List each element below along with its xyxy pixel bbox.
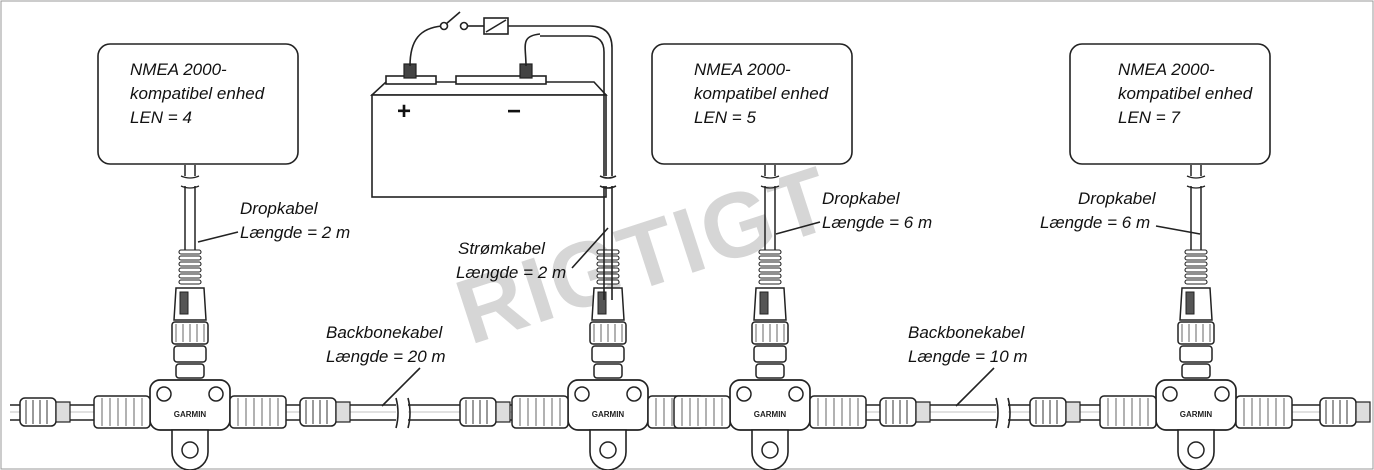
t-connector: GARMIN bbox=[93, 165, 287, 470]
connector-brand-label: GARMIN bbox=[1180, 410, 1213, 419]
plug-housing bbox=[1179, 287, 1213, 321]
backbone-plug bbox=[299, 397, 351, 427]
backbone-plug bbox=[1029, 397, 1081, 427]
leader-line bbox=[775, 221, 821, 235]
connector-brand-label: GARMIN bbox=[174, 410, 207, 419]
backbone-plug bbox=[1319, 397, 1371, 427]
switch-lever-icon bbox=[445, 11, 461, 25]
power-cable bbox=[540, 25, 613, 300]
label-backbone2: Backbonekabel Længde = 10 m bbox=[908, 323, 1028, 407]
connector-brand-label: GARMIN bbox=[754, 410, 787, 419]
label-line2: Længde = 2 m bbox=[456, 263, 566, 282]
side-coupling bbox=[229, 395, 287, 429]
plug-housing bbox=[173, 287, 207, 321]
label-drop1: Dropkabel Længde = 2 m bbox=[197, 199, 350, 243]
battery-minus-symbol: − bbox=[507, 98, 521, 125]
label-line1: Dropkabel bbox=[822, 189, 901, 208]
side-coupling bbox=[511, 395, 569, 429]
device-box bbox=[651, 43, 853, 165]
label-backbone1: Backbonekabel Længde = 20 m bbox=[326, 323, 446, 407]
backbone-plug bbox=[19, 397, 71, 427]
side-coupling bbox=[1099, 395, 1157, 429]
strain-relief bbox=[178, 249, 202, 285]
label-drop3: Dropkabel Længde = 6 m bbox=[1040, 189, 1201, 235]
battery-wiring bbox=[409, 11, 617, 300]
plus-wire bbox=[409, 25, 443, 67]
device-len: LEN = 7 bbox=[1118, 108, 1180, 127]
connector-brand-label: GARMIN bbox=[592, 410, 625, 419]
label-power: Strømkabel Længde = 2 m bbox=[456, 227, 609, 282]
device-label-line2: kompatibel enhed bbox=[1118, 84, 1253, 103]
device-2: NMEA 2000- kompatibel enhed LEN = 5 bbox=[651, 43, 853, 165]
label-line1: Backbonekabel bbox=[326, 323, 443, 342]
backbone-break-2 bbox=[995, 397, 1011, 429]
device-label-line1: NMEA 2000- bbox=[1118, 60, 1215, 79]
label-line1: Strømkabel bbox=[458, 239, 546, 258]
device-1: NMEA 2000- kompatibel enhed LEN = 4 bbox=[97, 43, 299, 165]
t-connectors: GARMIN GARMIN GARMIN GARMIN bbox=[19, 165, 1371, 470]
strain-relief bbox=[596, 249, 620, 285]
t-connector: GARMIN bbox=[1099, 165, 1293, 470]
backbone-break-1 bbox=[395, 397, 411, 429]
drop-cable-1 bbox=[180, 165, 200, 250]
device-3: NMEA 2000- kompatibel enhed LEN = 7 bbox=[1069, 43, 1271, 165]
minus-wire bbox=[524, 33, 541, 67]
leader-line bbox=[571, 227, 609, 269]
device-len: LEN = 5 bbox=[694, 108, 756, 127]
leader-line bbox=[1155, 225, 1201, 235]
plug-housing bbox=[753, 287, 787, 321]
label-line2: Længde = 20 m bbox=[326, 347, 446, 366]
leader-line bbox=[381, 367, 421, 407]
drop-cable-3 bbox=[1186, 165, 1206, 250]
battery-terminal-minus bbox=[519, 63, 533, 79]
leader-line bbox=[955, 367, 995, 407]
battery-body bbox=[371, 94, 607, 198]
battery-plus-symbol: + bbox=[397, 98, 411, 125]
side-coupling bbox=[1235, 395, 1293, 429]
device-label-line1: NMEA 2000- bbox=[130, 60, 227, 79]
label-line2: Længde = 6 m bbox=[1040, 213, 1150, 232]
switch-contact bbox=[459, 21, 469, 31]
drop-cable-2 bbox=[760, 165, 780, 250]
strain-relief bbox=[1184, 249, 1208, 285]
label-drop2: Dropkabel Længde = 6 m bbox=[775, 189, 932, 235]
leader-line bbox=[197, 231, 239, 243]
backbone-plug bbox=[459, 397, 511, 427]
label-line1: Dropkabel bbox=[1078, 189, 1157, 208]
backbone-plug bbox=[879, 397, 931, 427]
label-line2: Længde = 6 m bbox=[822, 213, 932, 232]
label-line2: Længde = 2 m bbox=[240, 223, 350, 242]
label-line1: Backbonekabel bbox=[908, 323, 1025, 342]
switch-contact bbox=[439, 21, 449, 31]
plug-housing bbox=[591, 287, 625, 321]
strain-relief bbox=[758, 249, 782, 285]
side-coupling bbox=[809, 395, 867, 429]
device-box bbox=[97, 43, 299, 165]
side-coupling bbox=[93, 395, 151, 429]
battery-terminal-plus bbox=[403, 63, 417, 79]
label-line2: Længde = 10 m bbox=[908, 347, 1028, 366]
device-box bbox=[1069, 43, 1271, 165]
t-connector: GARMIN bbox=[673, 165, 867, 470]
label-line1: Dropkabel bbox=[240, 199, 319, 218]
device-label-line2: kompatibel enhed bbox=[130, 84, 265, 103]
device-len: LEN = 4 bbox=[130, 108, 192, 127]
battery: + − bbox=[369, 63, 608, 198]
device-label-line2: kompatibel enhed bbox=[694, 84, 829, 103]
device-label-line1: NMEA 2000- bbox=[694, 60, 791, 79]
power-cable-break bbox=[600, 176, 616, 186]
side-coupling bbox=[673, 395, 731, 429]
